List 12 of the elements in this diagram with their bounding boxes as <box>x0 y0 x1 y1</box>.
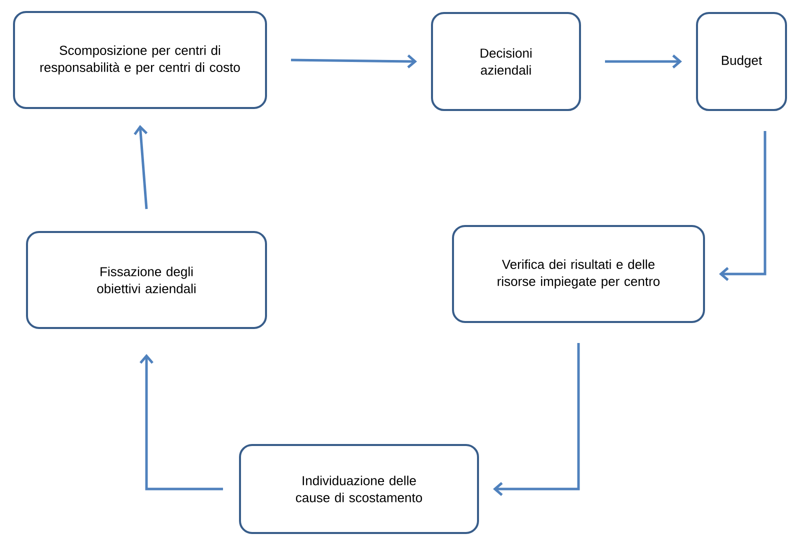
process-box: Fissazione degli obiettivi aziendali <box>26 231 267 329</box>
process-box: Scomposizione per centri di responsabilità e per centri di costo <box>13 11 267 109</box>
arrow <box>140 354 223 490</box>
process-box: Decisioni aziendali <box>431 12 581 111</box>
arrow <box>605 54 682 68</box>
process-box: Verifica dei risultati e delle risorse impiegate per centro <box>452 225 705 323</box>
arrow <box>134 125 148 210</box>
arrow <box>493 343 580 496</box>
process-box: Budget <box>696 12 787 111</box>
arrow <box>290 54 417 68</box>
process-box: Individuazione delle cause di scostamento <box>239 444 479 534</box>
arrow <box>719 131 766 281</box>
